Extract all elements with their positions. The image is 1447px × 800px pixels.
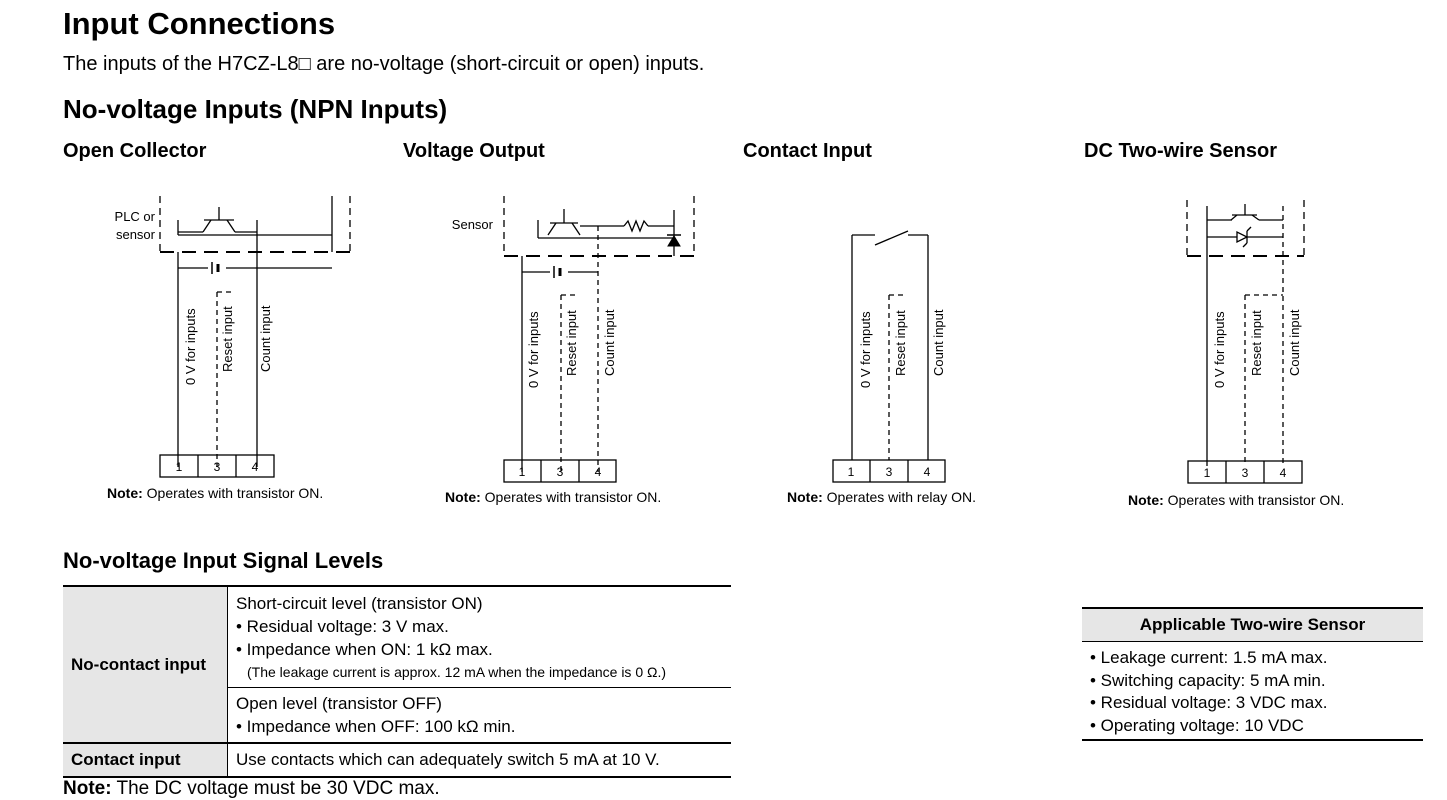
wire-label-0v: 0 V for inputs	[526, 311, 541, 388]
terminal-1: 1	[848, 465, 855, 479]
two-wire-list: • Leakage current: 1.5 mA max. • Switchi…	[1082, 642, 1423, 741]
source-label-sensor: Sensor	[452, 217, 494, 232]
wire-label-reset: Reset input	[220, 306, 235, 372]
voltage-output-diagram: Sensor 0 V for inputs Reset input Count …	[452, 196, 695, 483]
two-wire-sensor-box: Applicable Two-wire Sensor • Leakage cur…	[1082, 607, 1423, 741]
note-voltage-output: Note: Operates with transistor ON.	[445, 489, 662, 505]
wire-label-reset: Reset input	[893, 310, 908, 376]
list-item: • Operating voltage: 10 VDC	[1090, 715, 1304, 735]
list-item: • Residual voltage: 3 VDC max.	[1090, 693, 1328, 712]
terminal-4: 4	[252, 460, 259, 474]
signal-level-table: No-contact input Short-circuit level (tr…	[63, 585, 731, 778]
terminal-1: 1	[176, 460, 183, 474]
contact-input-diagram: 0 V for inputs Reset input Count input 1…	[832, 230, 946, 483]
terminal-4: 4	[595, 465, 602, 479]
two-wire-sensor-diagram: 0 V for inputs Reset input Count input 1…	[1186, 200, 1305, 484]
contact-input-header: Contact input	[63, 743, 228, 777]
terminal-4: 4	[924, 465, 931, 479]
wire-label-0v: 0 V for inputs	[183, 308, 198, 385]
no-contact-header: No-contact input	[63, 586, 228, 743]
two-wire-header: Applicable Two-wire Sensor	[1082, 607, 1423, 642]
note-open-collector: Note: Operates with transistor ON.	[107, 485, 324, 501]
terminal-3: 3	[886, 465, 893, 479]
page-title: Input Connections	[63, 6, 336, 41]
terminal-4: 4	[1280, 466, 1287, 480]
wire-label-count: Count input	[602, 309, 617, 376]
list-item: • Leakage current: 1.5 mA max.	[1090, 648, 1328, 667]
source-label-line2: sensor	[116, 227, 156, 242]
terminal-1: 1	[1204, 466, 1211, 480]
intro-text: The inputs of the H7CZ-L8□ are no-voltag…	[63, 53, 705, 75]
section-heading-levels: No-voltage Input Signal Levels	[63, 548, 384, 573]
wire-label-0v: 0 V for inputs	[858, 311, 873, 388]
contact-input-cell: Use contacts which can adequately switch…	[236, 750, 660, 769]
open-collector-diagram: PLC or sensor 0 V for inputs Reset input…	[115, 196, 351, 478]
wire-label-count: Count input	[931, 309, 946, 376]
terminal-3: 3	[1242, 466, 1249, 480]
diagram-title-two-wire: DC Two-wire Sensor	[1084, 140, 1277, 162]
terminal-3: 3	[214, 460, 221, 474]
note-contact-input: Note: Operates with relay ON.	[787, 489, 977, 505]
source-label-line1: PLC or	[115, 209, 156, 224]
terminal-3: 3	[557, 465, 564, 479]
open-level-cell: Open level (transistor OFF) • Impedance …	[236, 694, 516, 736]
wire-label-count: Count input	[258, 305, 273, 372]
diagram-title-voltage-output: Voltage Output	[403, 140, 545, 162]
wire-label-reset: Reset input	[564, 310, 579, 376]
note-two-wire: Note: Operates with transistor ON.	[1128, 492, 1345, 508]
diagram-title-open-collector: Open Collector	[63, 140, 207, 162]
terminal-1: 1	[519, 465, 526, 479]
diagram-title-contact-input: Contact Input	[743, 140, 872, 162]
wire-label-reset: Reset input	[1249, 310, 1264, 376]
bottom-note: Note: The DC voltage must be 30 VDC max.	[63, 778, 440, 799]
section-heading-inputs: No-voltage Inputs (NPN Inputs)	[63, 94, 448, 124]
list-item: • Switching capacity: 5 mA min.	[1090, 670, 1326, 690]
wire-label-0v: 0 V for inputs	[1212, 311, 1227, 388]
wire-label-count: Count input	[1287, 309, 1302, 376]
short-circuit-cell: Short-circuit level (transistor ON) • Re…	[227, 586, 731, 688]
